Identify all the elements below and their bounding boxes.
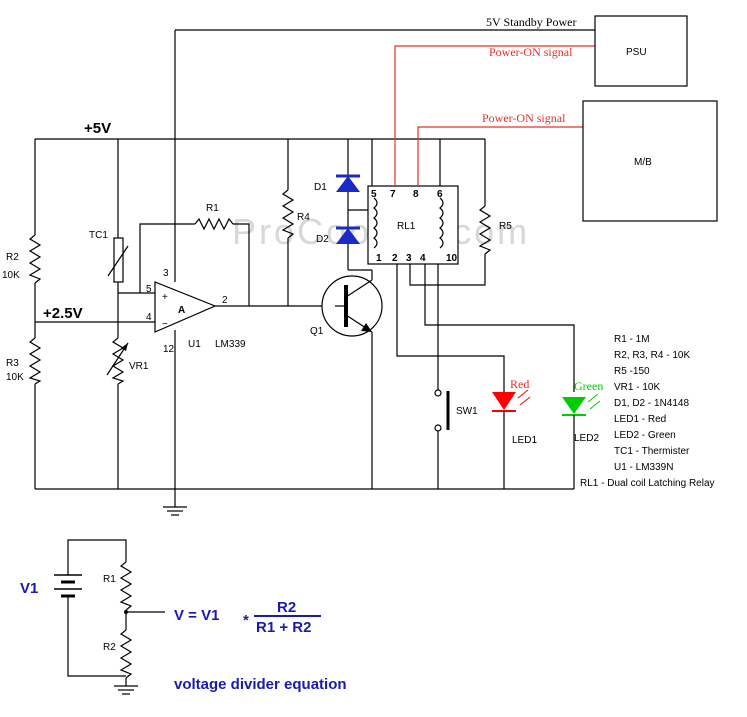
power-on-psu-wire (394, 45, 595, 186)
divider-r1-label: R1 (103, 574, 116, 585)
rl1-pin-2: 2 (392, 253, 398, 264)
led1-color-label: Red (510, 377, 529, 391)
rl1-pin-4: 4 (420, 253, 426, 264)
power-on-mb-wire (417, 126, 583, 186)
rl1-pin-8: 8 (413, 189, 419, 200)
rl1-coil-b (439, 197, 444, 249)
opamp-unit-label: A (178, 305, 185, 316)
equation-times: * (243, 612, 249, 629)
rl1-pin-5: 5 (371, 189, 377, 200)
equation-denominator: R1 + R2 (256, 619, 311, 636)
r1-resistor (194, 217, 234, 231)
rl1-pin-1: 1 (376, 253, 382, 264)
rl1-pin-6: 6 (437, 189, 443, 200)
rl1-pin-10: 10 (446, 253, 458, 264)
r2-value: 10K (2, 270, 20, 281)
led2-color-label: Green (574, 379, 603, 393)
u1-comparator (154, 281, 217, 333)
vr1-label: VR1 (129, 361, 149, 372)
ref-label: +2.5V (43, 305, 83, 322)
vr1-potentiometer (111, 337, 125, 385)
d2-diode (336, 228, 360, 244)
r5-label: R5 (499, 221, 512, 232)
parts-list-item: LED2 - Green (614, 430, 676, 441)
parts-list-item: LED1 - Red (614, 414, 666, 425)
u1-pin-12: 12 (163, 344, 175, 355)
ground-symbol (163, 506, 187, 516)
u1-pin-4: 4 (146, 312, 152, 323)
psu-block (594, 15, 688, 87)
sw1-label: SW1 (456, 406, 478, 417)
vcc-label: +5V (84, 120, 111, 137)
equation-lhs: V = V1 (174, 607, 219, 624)
d1-diode (336, 176, 360, 192)
parts-list-item: U1 - LM339N (614, 462, 673, 473)
parts-list-item: RL1 - Dual coil Latching Relay (580, 478, 715, 489)
u1-plus-sign: + (162, 292, 168, 303)
r5-resistor (478, 205, 492, 255)
r3-value: 10K (6, 372, 24, 383)
q1-transistor (321, 275, 383, 337)
parts-list: R1 - 1M R2, R3, R4 - 10K R5 -150 VR1 - 1… (580, 334, 715, 489)
parts-list-item: R1 - 1M (614, 334, 650, 345)
parts-list-item: VR1 - 10K (614, 382, 660, 393)
d2-label: D2 (316, 234, 329, 245)
u1-label: U1 (188, 339, 201, 350)
u1-pin-2: 2 (222, 295, 228, 306)
r2-resistor (28, 234, 42, 284)
r4-label: R4 (297, 212, 310, 223)
parts-list-item: R5 -150 (614, 366, 650, 377)
divider-caption: voltage divider equation (174, 676, 347, 693)
r4-resistor (281, 189, 295, 239)
parts-list-item: R2, R3, R4 - 10K (614, 350, 690, 361)
led2-label: LED2 (574, 433, 599, 444)
rl1-coil-a (373, 197, 378, 249)
led2 (562, 397, 586, 414)
parts-list-item: TC1 - Thermister (614, 446, 690, 457)
led1-label: LED1 (512, 435, 537, 446)
u1-pin-3: 3 (163, 268, 169, 279)
u1-pin-5: 5 (146, 284, 152, 295)
equation-numerator: R2 (277, 599, 296, 616)
power-on-mb-label: Power-ON signal (482, 111, 566, 125)
d1-label: D1 (314, 182, 327, 193)
mb-block (582, 100, 718, 222)
mb-label: M/B (634, 157, 652, 168)
voltage-divider-diagram (54, 539, 165, 695)
psu-label: PSU (626, 47, 647, 58)
divider-v1-label: V1 (20, 580, 38, 597)
u1-minus-sign: − (162, 319, 168, 330)
led1 (492, 392, 516, 410)
r3-resistor (28, 337, 42, 385)
r1-label: R1 (206, 203, 219, 214)
power-on-psu-label: Power-ON signal (489, 45, 573, 59)
parts-list-item: D1, D2 - 1N4148 (614, 398, 689, 409)
standby-label: 5V Standby Power (486, 15, 576, 29)
q1-label: Q1 (310, 326, 324, 337)
rl1-pin-7: 7 (390, 189, 396, 200)
rl1-label: RL1 (397, 221, 416, 232)
tc1-label: TC1 (89, 230, 108, 241)
rl1-pin-3: 3 (406, 253, 412, 264)
r2-label: R2 (6, 252, 19, 263)
u1-part-label: LM339 (215, 339, 246, 350)
r3-label: R3 (6, 358, 19, 369)
divider-r2-label: R2 (103, 642, 116, 653)
